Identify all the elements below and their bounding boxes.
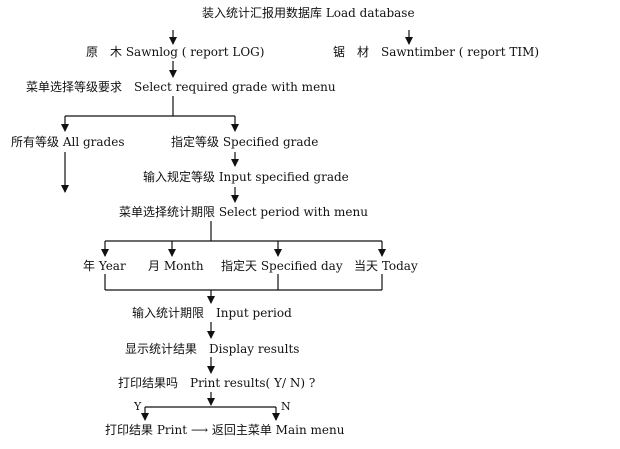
node-today: 当天 Today [354,259,418,273]
node-specified-day: 指定天 Specified day [221,259,343,273]
node-print-and-return: 打印结果 Print ⟶ 返回主菜单 Main menu [105,423,345,437]
node-print-question: 打印结果吗 Print results( Y/ N) ? [118,376,316,390]
node-load-database: 装入统计汇报用数据库 Load database [202,6,415,20]
node-input-grade: 输入规定等级 Input specified grade [143,170,349,184]
node-month: 月 Month [148,259,204,273]
label-yes: Y [134,400,142,413]
label-no: N [281,400,291,413]
node-display-results: 显示统计结果 Display results [125,342,300,356]
node-input-period: 输入统计期限 Input period [132,306,292,320]
node-sawnlog: 原 木 Sawnlog ( report LOG) [86,45,265,59]
node-all-grades: 所有等级 All grades [11,135,125,149]
node-specified-grade: 指定等级 Specified grade [171,135,319,149]
node-sawntimber: 锯 材 Sawntimber ( report TIM) [333,45,540,59]
node-select-grade: 菜单选择等级要求 Select required grade with menu [26,80,336,94]
node-select-period: 菜单选择统计期限 Select period with menu [119,205,368,219]
node-year: 年 Year [83,259,126,273]
